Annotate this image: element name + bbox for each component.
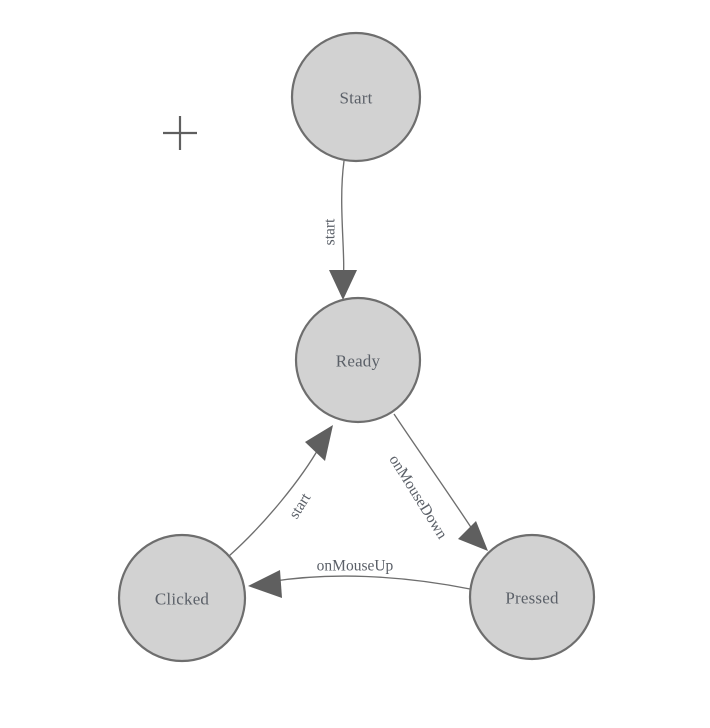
edge-clicked-to-ready[interactable]: start — [228, 425, 333, 557]
edge-path-start-to-ready — [341, 160, 345, 283]
edge-path-pressed-to-clicked — [267, 575, 471, 590]
edge-path-clicked-to-ready — [228, 445, 321, 557]
node-circle-clicked[interactable] — [117, 533, 247, 663]
node-label-start: Start — [339, 89, 372, 108]
edge-pressed-to-clicked[interactable]: onMouseUp — [248, 558, 471, 599]
edge-label-ready-to-pressed: onMouseDown — [385, 452, 450, 542]
edge-label-start-to-ready: start — [322, 218, 339, 245]
node-circle-pressed[interactable] — [468, 533, 596, 661]
arrowhead-into-ready — [329, 270, 357, 300]
node-pressed[interactable]: Pressed — [468, 533, 596, 661]
crosshair-icon — [163, 116, 197, 150]
node-label-clicked: Clicked — [155, 590, 210, 609]
arrowhead-into-clicked — [248, 570, 282, 598]
node-circle-start[interactable] — [290, 31, 422, 163]
arrowhead-into-pressed — [458, 521, 488, 551]
arrowhead-into-ready-from-clicked — [305, 425, 333, 461]
node-clicked[interactable]: Clicked — [117, 533, 247, 663]
node-label-ready: Ready — [336, 352, 381, 371]
edge-label-clicked-to-ready: start — [286, 490, 315, 522]
node-start[interactable]: Start — [290, 31, 422, 163]
node-ready[interactable]: Ready — [294, 296, 422, 424]
edge-label-pressed-to-clicked: onMouseUp — [317, 558, 394, 575]
edge-ready-to-pressed[interactable]: onMouseDown — [385, 413, 488, 551]
edge-path-ready-to-pressed — [393, 413, 477, 536]
node-label-pressed: Pressed — [505, 589, 559, 608]
edge-start-to-ready[interactable]: start — [322, 160, 358, 300]
node-circle-ready[interactable] — [294, 296, 422, 424]
